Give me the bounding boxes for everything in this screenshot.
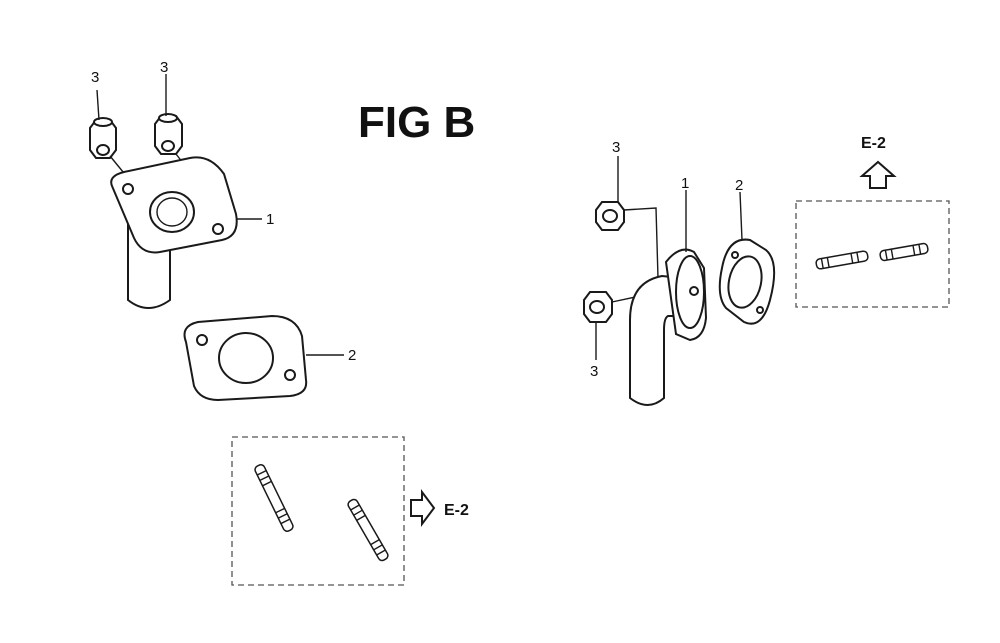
left-bolt-a: 3 bbox=[89, 69, 129, 179]
left-stud-box: E-2 bbox=[231, 436, 469, 586]
up-arrow-icon bbox=[859, 160, 897, 189]
left-stud-2 bbox=[347, 498, 389, 562]
callout-right-elbow: 1 bbox=[681, 175, 689, 192]
ref-left-stud-box: E-2 bbox=[444, 502, 469, 519]
right-assembly: 3 3 1 2 bbox=[583, 135, 950, 406]
right-stud-1 bbox=[815, 250, 869, 270]
left-bolt-b: 3 bbox=[154, 59, 191, 173]
left-elbow: 1 bbox=[110, 156, 274, 309]
right-gasket: 2 bbox=[718, 177, 776, 325]
right-arrow-icon bbox=[410, 489, 436, 527]
ref-right-stud-box: E-2 bbox=[861, 135, 886, 152]
callout-left-bolt-b: 3 bbox=[160, 59, 168, 76]
callout-right-bolt-bottom: 3 bbox=[590, 363, 598, 380]
right-stud-box: E-2 bbox=[795, 135, 950, 308]
callout-left-bolt-a: 3 bbox=[91, 69, 99, 86]
callout-right-bolt-top: 3 bbox=[612, 139, 620, 156]
right-bolt-top: 3 bbox=[595, 139, 659, 279]
left-assembly: 3 3 1 2 bbox=[89, 59, 469, 586]
figure-title: FIG B bbox=[358, 98, 475, 147]
callout-left-elbow: 1 bbox=[266, 211, 274, 228]
right-bolt-bottom: 3 bbox=[583, 291, 641, 380]
callout-right-gasket: 2 bbox=[735, 177, 743, 194]
right-elbow: 1 bbox=[629, 175, 708, 406]
right-stud-2 bbox=[879, 242, 929, 262]
left-gasket: 2 bbox=[183, 314, 356, 402]
left-stud-1 bbox=[254, 464, 294, 532]
callout-left-gasket: 2 bbox=[348, 347, 356, 364]
